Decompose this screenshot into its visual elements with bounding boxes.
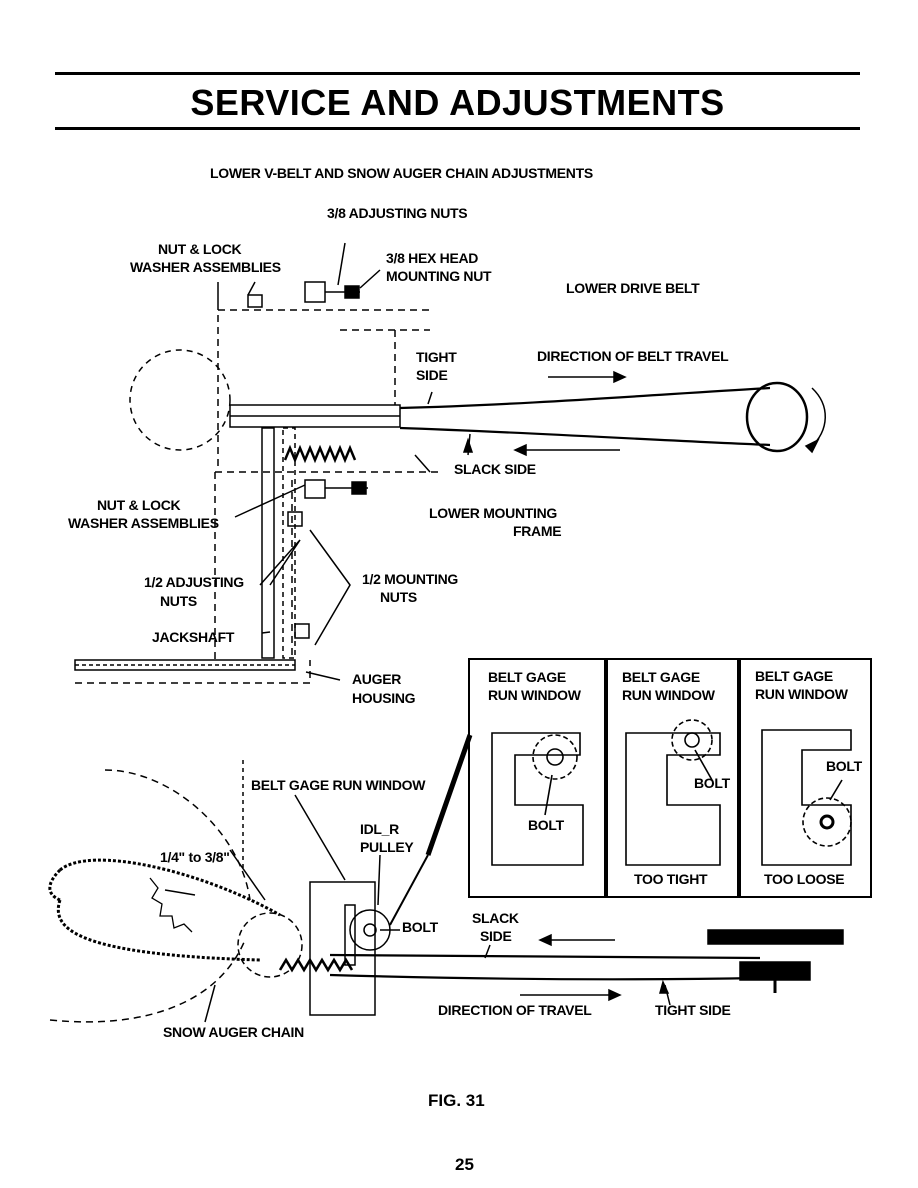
gage-connector-line [425,734,473,856]
gage-2-title-2: RUN WINDOW [622,687,715,703]
label-snow-auger-chain: SNOW AUGER CHAIN [163,1024,304,1040]
gage-2-bolt: BOLT [694,775,730,791]
label-lower-mounting-1: LOWER MOUNTING [429,505,558,521]
label-lower-mounting-2: FRAME [513,523,562,539]
lower-mounting-frame [214,471,440,660]
upper-idler-spring [283,444,357,464]
gage-1-window [491,732,584,866]
top-rule [55,72,860,75]
snow-auger-chain [56,858,281,962]
label-mounting-nuts-12-2: NUTS [380,589,417,605]
label-direction-belt-travel: DIRECTION OF BELT TRAVEL [537,348,729,364]
lower-drive-belt [399,386,771,447]
label-mounting-nuts-12-1: 1/2 MOUNTING [362,571,458,587]
auger-sprocket [149,877,193,933]
label-tight-side-2: SIDE [416,367,448,383]
label-tight-side-lower: TIGHT SIDE [655,1002,731,1018]
upper-frame-dashed [217,309,430,470]
gage-1-title-2: RUN WINDOW [488,687,581,703]
gage-1-bolt: BOLT [528,817,564,833]
title-underline-rule [55,127,860,130]
gage-3-title-2: RUN WINDOW [755,686,848,702]
label-slack-side: SLACK SIDE [454,461,536,477]
figure-caption: FIG. 31 [428,1091,485,1110]
lower-section-dashed-arc [104,769,251,901]
page-title: SERVICE AND ADJUSTMENTS [190,82,725,123]
label-slack-side-lower-2: SIDE [480,928,512,944]
gage-1-title-1: BELT GAGE [488,669,566,685]
label-idler-pulley-2: PULLEY [360,839,414,855]
label-slack-side-lower-1: SLACK [472,910,519,926]
gage-panel-divider-2 [737,658,741,898]
label-adjusting-nuts-12-1: 1/2 ADJUSTING [144,574,244,590]
figure-heading: LOWER V-BELT AND SNOW AUGER CHAIN ADJUST… [210,165,593,181]
label-quarter-to-3-8: 1/4" to 3/8" [160,849,230,865]
gage-panel-frame [468,658,872,898]
label-3-8-adjusting-nuts: 3/8 ADJUSTING NUTS [327,205,468,221]
gage-3-title-1: BELT GAGE [755,668,833,684]
label-direction-of-travel: DIRECTION OF TRAVEL [438,1002,592,1018]
label-belt-gage-run-window: BELT GAGE RUN WINDOW [251,777,426,793]
label-nut-lock-mid-1: NUT & LOCK [97,497,181,513]
engine-pulley-outline [129,349,231,451]
lower-jackshaft-pulley [237,912,303,978]
label-hex-head-1: 3/8 HEX HEAD [386,250,479,266]
label-tight-side-1: TIGHT [416,349,457,365]
label-bolt: BOLT [402,919,438,935]
gage-2-caption: TOO TIGHT [634,871,708,887]
lower-auger-pulley [707,929,844,945]
page-number: 25 [455,1155,474,1174]
gage-3-window [761,729,852,866]
label-hex-head-2: MOUNTING NUT [386,268,492,284]
label-jackshaft: JACKSHAFT [152,629,235,645]
gage-3-caption: TOO LOOSE [764,871,845,887]
upper-nut-assembly [304,281,326,303]
lower-idler-spring [278,957,354,973]
label-adjusting-nuts-12-2: NUTS [160,593,197,609]
auger-housing-chain-strip [74,659,296,671]
label-lower-drive-belt: LOWER DRIVE BELT [566,280,700,296]
label-idler-pulley-1: IDL_R [360,821,399,837]
label-nut-lock-top-1: NUT & LOCK [158,241,242,257]
label-nut-lock-mid-2: WASHER ASSEMBLIES [68,515,219,531]
label-auger-housing-1: AUGER [352,671,402,687]
label-auger-housing-2: HOUSING [352,690,416,706]
label-nut-lock-top-2: WASHER ASSEMBLIES [130,259,281,275]
lower-belt [329,953,761,981]
gage-2-window [625,732,721,866]
auger-pulley [745,381,809,453]
lower-mounting-bracket [309,881,376,1016]
gage-panel-divider-1 [604,658,608,898]
jackshaft [261,427,275,659]
gage-3-bolt: BOLT [826,758,862,774]
gage-2-title-1: BELT GAGE [622,669,700,685]
